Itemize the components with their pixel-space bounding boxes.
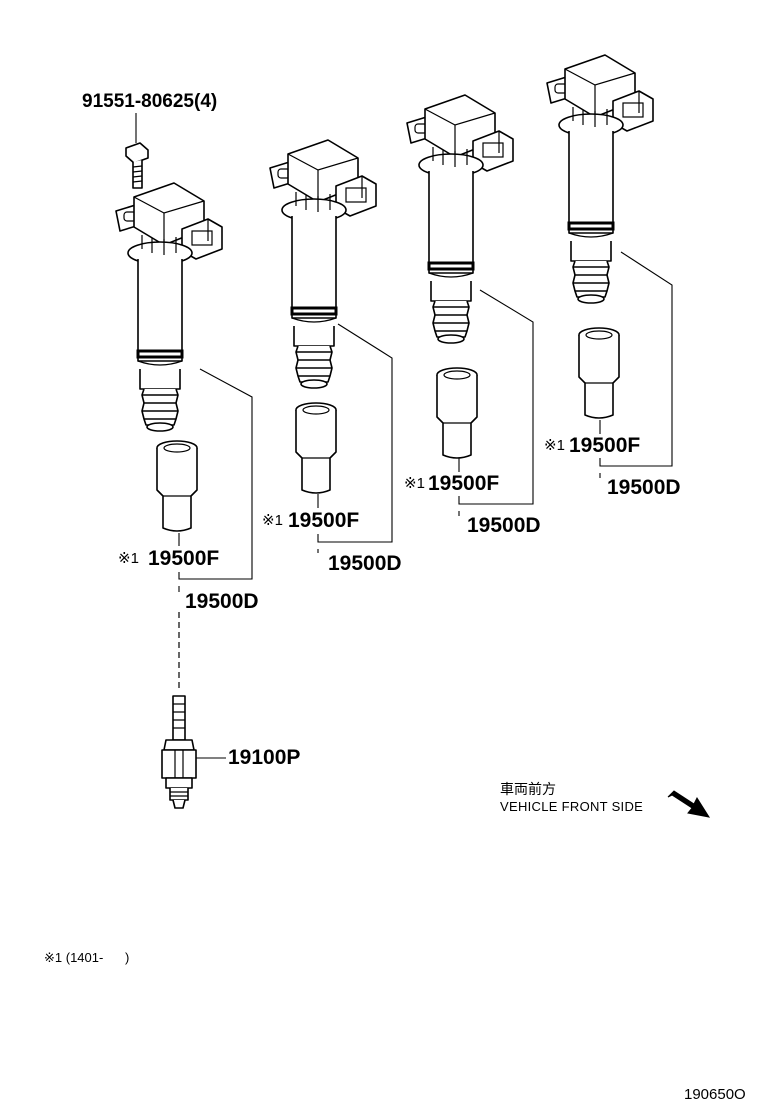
front-direction-arrow-icon: [667, 790, 711, 818]
coil-boot-1: [156, 440, 198, 532]
boot-mark-2: ※1: [262, 512, 283, 529]
coil-part-number-4: 19500D: [607, 476, 681, 499]
coil-boot-3: [436, 367, 478, 459]
coil-part-number-3: 19500D: [467, 514, 541, 537]
footnote: ※1 (1401- ): [44, 950, 129, 965]
coil-part-number-2: 19500D: [328, 552, 402, 575]
ignition-coil-4: [545, 53, 655, 305]
spark-plug: [161, 695, 197, 809]
boot-part-number-1: 19500F: [148, 547, 219, 570]
coil-part-number-1: 19500D: [185, 590, 259, 613]
ignition-coil-2: [268, 138, 378, 390]
bolt-part-number: 91551-80625(4): [82, 91, 217, 112]
boot-part-number-3: 19500F: [428, 472, 499, 495]
boot-part-number-2: 19500F: [288, 509, 359, 532]
coil-boot-2: [295, 402, 337, 494]
bolt: [125, 142, 149, 189]
spark-plug-part-number: 19100P: [228, 746, 300, 769]
direction-label-jp: 車両前方: [500, 781, 556, 797]
boot-mark-3: ※1: [404, 475, 425, 492]
ignition-coil-3: [405, 93, 515, 345]
boot-mark-4: ※1: [544, 437, 565, 454]
coil-boot-4: [578, 327, 620, 419]
diagram-number: 190650O: [684, 1086, 746, 1103]
boot-mark-1: ※1: [118, 550, 139, 567]
boot-part-number-4: 19500F: [569, 434, 640, 457]
ignition-coil-1: [114, 181, 224, 433]
direction-label-en: VEHICLE FRONT SIDE: [500, 799, 643, 814]
